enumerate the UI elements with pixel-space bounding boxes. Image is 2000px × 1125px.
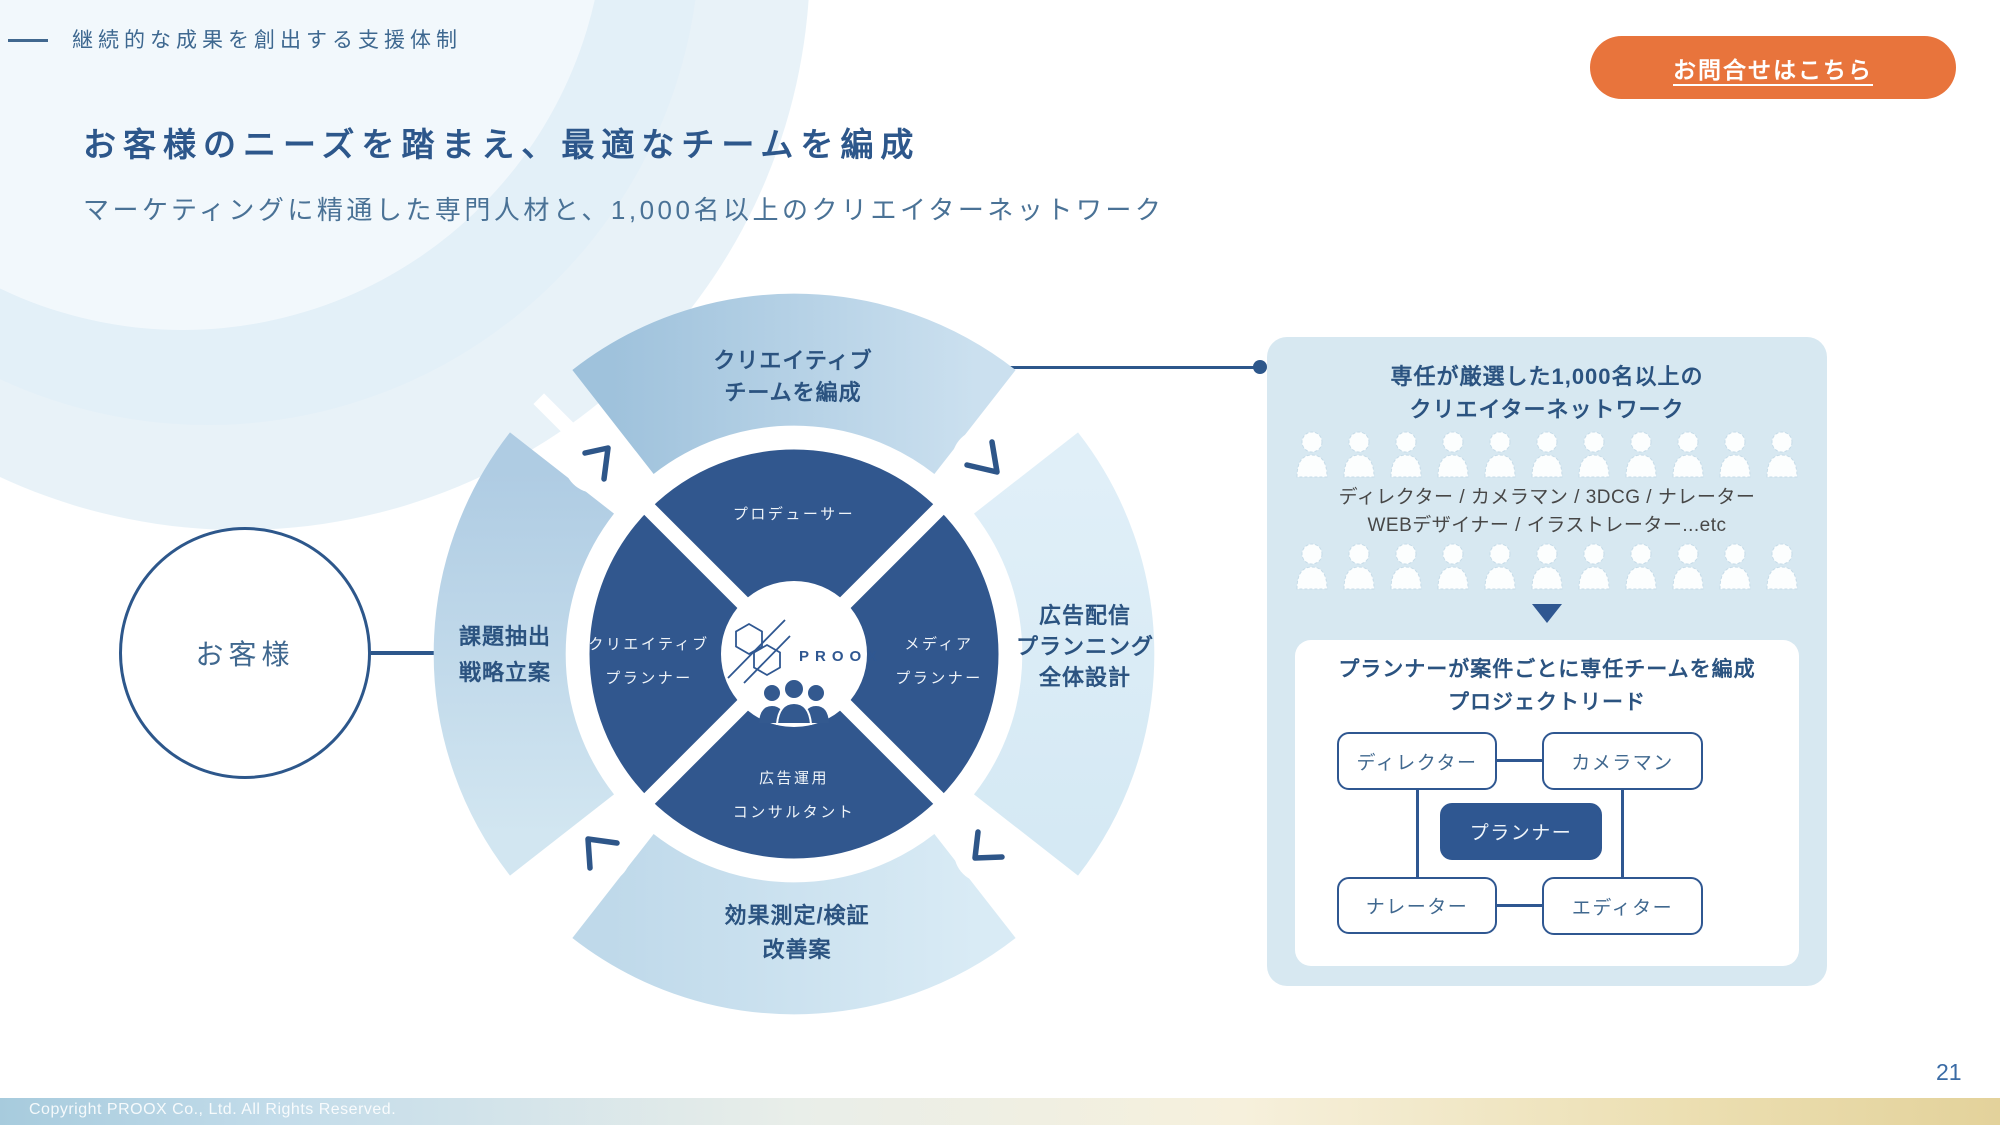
person-icon [1389,543,1423,595]
person-icon [1530,431,1564,483]
creator-icon-row-2 [1267,543,1827,595]
copyright-text: Copyright PROOX Co., Ltd. All Rights Res… [29,1101,397,1118]
ring-segment-left [433,432,615,876]
panel-connector-dot [1253,360,1267,374]
proox-logo-text: PROOX [799,648,883,665]
quadrant-producer-label: プロデューサー [733,505,855,523]
team-node-planner: プランナー [1440,803,1602,860]
ring-segment-top [572,293,1016,475]
person-icon [1718,543,1752,595]
team-cycle-diagram: プロデューサー クリエイティブ プランナー メディア プランナー 広告運用 コン… [433,293,1155,1015]
person-icon [1765,431,1799,483]
phase-label-issue-strategy: 課題抽出 戦略立案 [458,624,551,685]
cycle-arrow-bottom-left-icon [585,836,620,871]
team-people-icon [759,678,829,725]
wheel-gap-ring [566,426,1022,882]
footer-bar [0,1098,2000,1125]
person-icon [1530,543,1564,595]
down-triangle-icon [1532,604,1562,623]
page-number: 21 [1936,1059,1962,1085]
person-icon [1389,431,1423,483]
cycle-arrow-bottom-right-icon [972,829,1005,861]
page-subtitle: マーケティングに精通した専門人材と、1,000名以上のクリエイターネットワーク [83,195,1165,225]
cycle-arrow-badges [564,429,1016,884]
quadrant-media-planner-line2: プランナー [895,670,983,687]
person-icon [1342,543,1376,595]
team-node-editor: エディター [1542,877,1703,935]
edge-cameraman-editor [1621,790,1624,877]
quadrant-media-planner-line1: メディア [905,635,974,653]
phase-label-ad-planning: 広告配信 プランニング 全体設計 [1015,603,1154,690]
creator-roles-text: ディレクター / カメラマン / 3DCG / ナレーター WEBデザイナー /… [1338,487,1756,536]
phase-label-build-creative-team: クリエイティブ チームを編成 [713,348,873,405]
quadrant-ad-consultant-line1: 広告運用 [759,770,829,787]
edge-director-narrator [1416,790,1419,877]
team-node-director: ディレクター [1337,732,1497,790]
team-card-title: プランナーが案件ごとに専任チームを編成 プロジェクトリード [1338,658,1756,714]
network-panel-title: 専任が厳選した1,000名以上の クリエイターネットワーク [1390,364,1704,422]
client-circle: お客様 [119,527,371,779]
person-icon [1295,431,1329,483]
quadrant-ad-consultant-line2: コンサルタント [733,804,856,821]
person-icon [1577,431,1611,483]
person-icon [1436,543,1470,595]
person-icon [1483,543,1517,595]
person-icon [1577,543,1611,595]
center-hub-circle [721,581,867,727]
cycle-arrow-top-right-icon [964,439,1000,475]
person-icon [1342,431,1376,483]
client-connector-line [371,651,434,655]
creator-icon-row-1 [1267,431,1827,483]
team-node-cameraman: カメラマン [1542,732,1703,790]
team-node-narrator: ナレーター [1337,877,1497,934]
quadrant-creative-planner-line2: プランナー [605,670,693,687]
creator-network-panel: 専任が厳選した1,000名以上の クリエイターネットワーク [1267,337,1827,986]
phase-label-measure-improve: 効果測定/検証 改善案 [724,903,870,962]
person-icon [1624,431,1658,483]
panel-connector-line [903,366,1260,369]
person-icon [1671,543,1705,595]
person-icon [1671,431,1705,483]
page-title: お客様のニーズを踏まえ、最適なチームを編成 [83,126,921,163]
person-icon [1718,431,1752,483]
eyebrow-label: 継続的な成果を創出する支援体制 [72,29,462,52]
eyebrow-dash [8,39,48,42]
proox-logo-icon [727,619,791,684]
project-team-card: プランナーが案件ごとに専任チームを編成 プロジェクトリード ディレクター カメラ… [1295,640,1799,966]
cycle-arrow-top-left-icon [582,445,611,482]
quadrant-creative-planner-line1: クリエイティブ [588,635,709,653]
edge-director-cameraman [1497,759,1542,762]
contact-button-label: お問合せはこちら [1673,56,1873,83]
person-icon [1765,543,1799,595]
person-icon [1295,543,1329,595]
ring-segment-right [973,432,1155,876]
client-label: お客様 [195,639,295,670]
person-icon [1436,431,1470,483]
person-icon [1624,543,1658,595]
person-icon [1483,431,1517,483]
ring-segment-bottom [572,833,1016,1015]
edge-narrator-editor [1497,904,1542,907]
contact-button[interactable]: お問合せはこちら [1590,36,1956,99]
